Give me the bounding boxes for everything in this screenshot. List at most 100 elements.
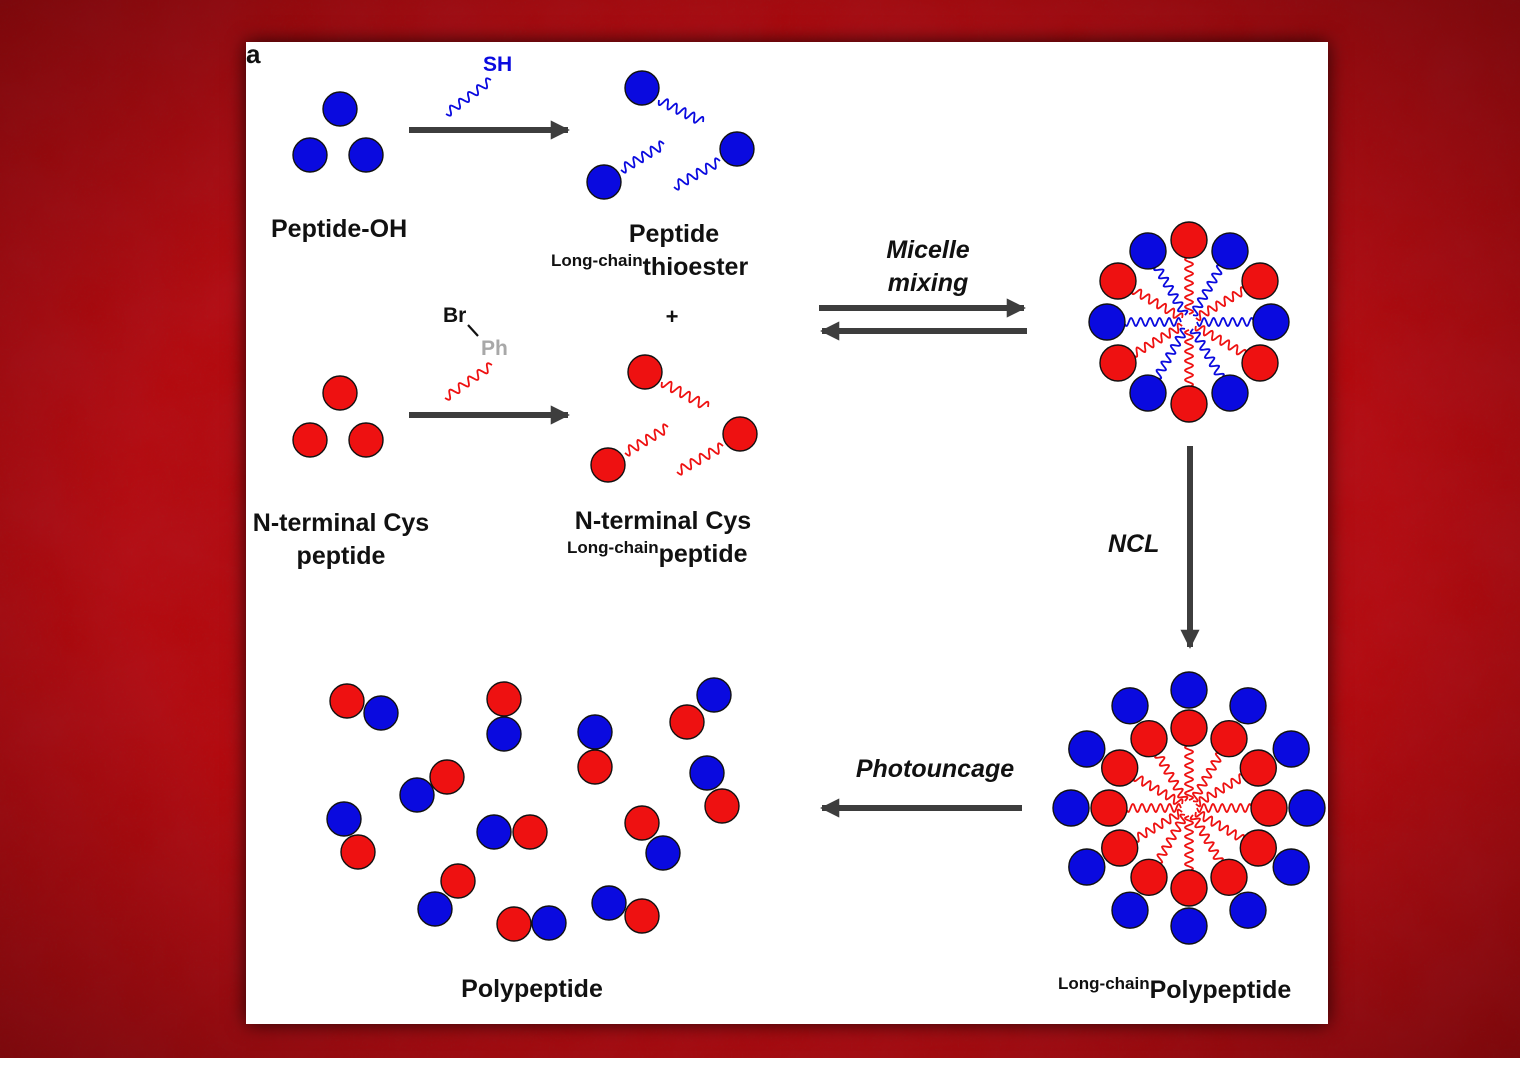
alkyl-chain xyxy=(1189,814,1224,864)
blue-residue xyxy=(1052,789,1090,827)
alkyl-chain xyxy=(1183,744,1195,801)
blue-residue xyxy=(348,137,384,173)
alkyl-chain xyxy=(624,423,669,457)
blue-residue xyxy=(292,137,328,173)
alkyl-chain xyxy=(1183,256,1195,315)
alkyl-chain xyxy=(1195,286,1246,322)
red-residue xyxy=(1130,858,1168,896)
red-residue xyxy=(322,375,358,411)
blue-residue xyxy=(1229,687,1267,725)
red-residue xyxy=(1239,749,1277,787)
blue-residue xyxy=(689,755,725,791)
alkyl-chain xyxy=(1194,325,1247,356)
cys-peptide-name: peptide xyxy=(658,540,748,568)
alkyl-chain xyxy=(1192,752,1222,803)
alkyl-chain xyxy=(657,98,705,124)
red-residue xyxy=(1090,789,1128,827)
red-residue xyxy=(429,759,465,795)
alkyl-chain xyxy=(1196,802,1253,814)
alkyl-chain xyxy=(1183,329,1195,388)
alkyl-chain xyxy=(1192,264,1223,317)
alkyl-chain xyxy=(1183,815,1195,872)
cys-peptide-line1: N-terminal Cys xyxy=(252,509,430,537)
red-residue xyxy=(1099,344,1137,382)
alkyl-chain xyxy=(1132,322,1183,358)
blue-residue xyxy=(1272,730,1310,768)
thiol-group-label: SH xyxy=(483,53,513,76)
bromo-atom-label: Br xyxy=(443,304,467,327)
ncl-step-label: NCL xyxy=(1108,530,1160,558)
red-residue xyxy=(440,863,476,899)
alkyl-chain xyxy=(1196,316,1255,328)
red-residue xyxy=(340,834,376,870)
phenyl-group-label: Ph xyxy=(481,337,508,360)
alkyl-chain xyxy=(676,442,724,476)
alkyl-chain xyxy=(660,380,710,409)
alkyl-chain xyxy=(1125,802,1182,814)
red-residue xyxy=(624,898,660,934)
bond-line xyxy=(467,324,479,337)
blue-residue xyxy=(417,891,453,927)
red-residue xyxy=(722,416,758,452)
long-chain-thioester-label: Long-chainthioester xyxy=(551,252,748,280)
blue-residue xyxy=(476,814,512,850)
red-residue xyxy=(1130,720,1168,758)
alkyl-chain xyxy=(1123,316,1182,328)
blue-residue xyxy=(586,164,622,200)
alkyl-chain xyxy=(1189,328,1225,379)
blue-residue xyxy=(1211,232,1249,270)
alkyl-chain xyxy=(620,140,665,174)
red-residue xyxy=(329,683,365,719)
red-residue xyxy=(292,422,328,458)
blue-residue xyxy=(591,885,627,921)
red-residue xyxy=(590,447,626,483)
blue-residue xyxy=(531,905,567,941)
alkyl-chain xyxy=(1133,775,1184,805)
blue-residue xyxy=(696,677,732,713)
cys-peptide-line2: peptide xyxy=(296,542,386,570)
alkyl-chain xyxy=(1155,327,1186,380)
blue-residue xyxy=(1252,303,1290,341)
long-chain-prefix: Long-chain xyxy=(1058,974,1150,993)
red-residue xyxy=(1101,749,1139,787)
blue-residue xyxy=(1129,232,1167,270)
red-residue xyxy=(1101,829,1139,867)
alkyl-chain xyxy=(445,77,492,117)
blue-residue xyxy=(1068,730,1106,768)
blue-residue xyxy=(624,70,660,106)
blue-residue xyxy=(645,835,681,871)
red-residue xyxy=(348,422,384,458)
blue-residue xyxy=(1170,671,1208,709)
peptide-oh-label: Peptide-OH xyxy=(271,215,408,243)
red-residue xyxy=(1241,262,1279,300)
red-residue xyxy=(1241,344,1279,382)
red-residue xyxy=(1170,709,1208,747)
blue-residue xyxy=(1272,848,1310,886)
photouncage-step-label: Photouncage xyxy=(855,755,1015,783)
red-residue xyxy=(1250,789,1288,827)
blue-residue xyxy=(1111,891,1149,929)
polypeptide-label: Polypeptide xyxy=(461,975,603,1003)
alkyl-chain xyxy=(1131,288,1184,319)
alkyl-chain xyxy=(1194,811,1245,841)
red-residue xyxy=(1170,221,1208,259)
red-residue xyxy=(1210,858,1248,896)
plus-sign: + xyxy=(665,304,679,329)
red-residue xyxy=(1099,262,1137,300)
blue-residue xyxy=(486,716,522,752)
blue-residue xyxy=(322,91,358,127)
bottom-white-strip xyxy=(0,1058,1520,1080)
long-chain-prefix: Long-chain xyxy=(567,538,659,557)
blue-residue xyxy=(399,777,435,813)
long-chain-prefix: Long-chain xyxy=(551,251,643,270)
blue-residue xyxy=(1068,848,1106,886)
red-residue xyxy=(704,788,740,824)
long-chain-polypeptide-label: Long-chainPolypeptide xyxy=(1058,975,1291,1003)
alkyl-chain xyxy=(1154,752,1189,802)
red-residue xyxy=(1239,829,1277,867)
alkyl-chain xyxy=(1156,813,1186,864)
red-residue xyxy=(624,805,660,841)
diagram-panel: a SH Br Ph Peptide-OH Peptide Long-chain… xyxy=(246,41,1328,1024)
long-chain-cys-peptide-label: Long-chainpeptide xyxy=(567,539,748,567)
